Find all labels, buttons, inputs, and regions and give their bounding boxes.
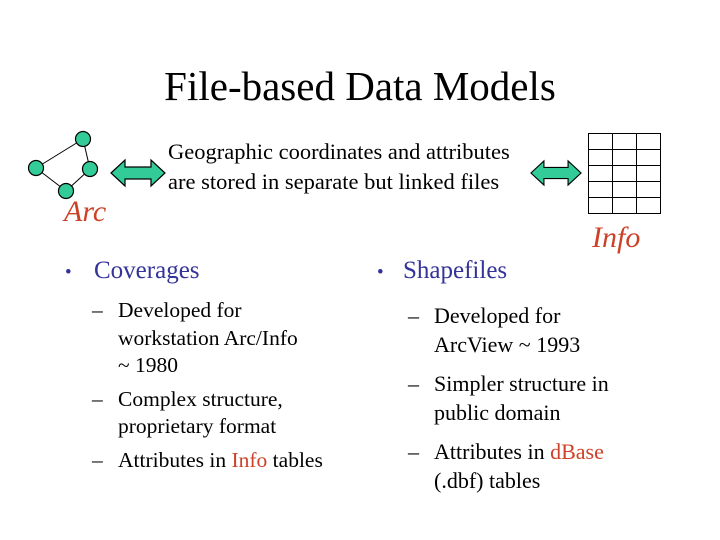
bullet-icon: • xyxy=(377,262,384,283)
dash-bullet: – xyxy=(408,371,419,396)
list-item-text: Attributes in Info tables xyxy=(118,447,323,475)
table-cell xyxy=(612,197,637,214)
list-item: – Complex structure, proprietary format xyxy=(92,386,365,441)
list-item-text: Attributes in dBase (.dbf) tables xyxy=(434,437,604,495)
table-cell xyxy=(588,197,613,214)
table-cell xyxy=(588,165,613,182)
shapefiles-heading: Shapefiles xyxy=(403,257,508,284)
coverages-heading-row: • Coverages xyxy=(60,257,365,287)
shapefiles-section: • Shapefiles – Developed for ArcView ~ 1… xyxy=(372,257,687,505)
item-text-pre: Developed for ArcView ~ 1993 xyxy=(434,303,581,357)
list-item-text: Developed for ArcView ~ 1993 xyxy=(434,301,580,359)
arc-node-network-icon xyxy=(27,130,99,200)
list-item: – Attributes in dBase (.dbf) tables xyxy=(408,437,687,495)
item-text-accent: Info xyxy=(231,447,268,472)
item-text-pre: Developed for workstation Arc/Info ~ 198… xyxy=(118,298,298,377)
list-item-text: Complex structure, proprietary format xyxy=(118,386,283,441)
list-item-text: Developed for workstation Arc/Info ~ 198… xyxy=(118,297,298,380)
list-item: – Attributes in Info tables xyxy=(92,447,365,475)
dash-bullet: – xyxy=(92,298,103,322)
arc-label: Arc xyxy=(64,195,107,228)
item-text-post: tables xyxy=(267,447,323,472)
dash-bullet: – xyxy=(92,386,103,411)
table-cell xyxy=(636,165,661,182)
table-cell xyxy=(612,165,637,182)
table-cell xyxy=(612,133,637,150)
shapefiles-heading-row: • Shapefiles xyxy=(372,257,687,287)
coverages-section: • Coverages – Developed for workstation … xyxy=(60,257,365,480)
item-text-post: (.dbf) tables xyxy=(434,468,541,493)
item-text-pre: Attributes in xyxy=(118,447,232,472)
info-table xyxy=(588,133,661,214)
bullet-icon: • xyxy=(65,262,72,283)
item-text-accent: dBase xyxy=(550,439,604,464)
table-cell xyxy=(588,149,613,166)
shapefiles-list: – Developed for ArcView ~ 1993 – Simpler… xyxy=(408,301,687,495)
item-text-pre: Simpler structure in public domain xyxy=(434,371,609,425)
item-text-pre: Attributes in xyxy=(434,439,551,464)
table-cell xyxy=(612,181,637,198)
coverages-heading: Coverages xyxy=(94,257,200,284)
table-cell xyxy=(612,149,637,166)
list-item-text: Simpler structure in public domain xyxy=(434,369,609,427)
table-cell xyxy=(588,133,613,150)
table-cell xyxy=(636,149,661,166)
info-table-body xyxy=(588,133,661,214)
table-cell xyxy=(636,197,661,214)
list-item: – Simpler structure in public domain xyxy=(408,369,687,427)
description-text: Geographic coordinates and attributes ar… xyxy=(168,139,510,194)
table-cell xyxy=(636,181,661,198)
coverages-list: – Developed for workstation Arc/Info ~ 1… xyxy=(92,297,365,474)
dash-bullet: – xyxy=(92,447,103,472)
item-text-pre: Complex structure, proprietary format xyxy=(118,386,283,439)
dash-bullet: – xyxy=(408,303,419,328)
dash-bullet: – xyxy=(408,439,419,464)
table-cell xyxy=(588,181,613,198)
slide-title: File-based Data Models xyxy=(164,63,556,109)
double-arrow-icon xyxy=(110,158,166,188)
double-arrow-icon xyxy=(530,159,582,187)
info-label: Info xyxy=(592,221,641,254)
table-cell xyxy=(636,133,661,150)
list-item: – Developed for workstation Arc/Info ~ 1… xyxy=(92,297,365,380)
list-item: – Developed for ArcView ~ 1993 xyxy=(408,301,687,359)
